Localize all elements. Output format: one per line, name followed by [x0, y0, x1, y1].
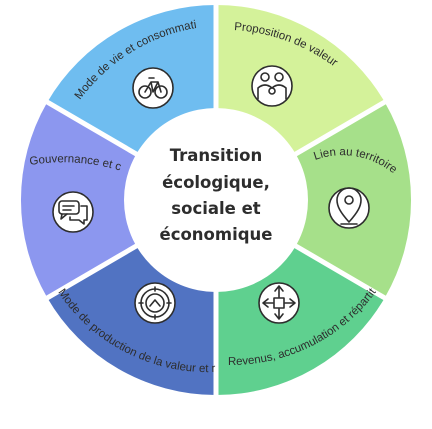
bicycle-icon — [132, 67, 174, 109]
center-circle — [124, 108, 308, 292]
center-title-line-4: économique — [160, 225, 273, 244]
flow-arrows-icon — [258, 282, 300, 324]
gear-hand-icon — [134, 282, 176, 324]
location-pin-icon — [328, 187, 370, 229]
segment-proposition — [216, 4, 385, 155]
chat-bubbles-icon — [52, 191, 94, 233]
segment-mode-de-vie — [47, 4, 216, 155]
center-title-line-2: écologique, — [162, 173, 270, 192]
segment-production — [47, 245, 216, 396]
segment-dividers — [40, 0, 392, 400]
center-title-line-1: Transition — [170, 146, 263, 165]
segment-revenus — [216, 245, 385, 395]
center-title-line-3: sociale et — [171, 199, 261, 218]
family-icon — [251, 65, 293, 107]
